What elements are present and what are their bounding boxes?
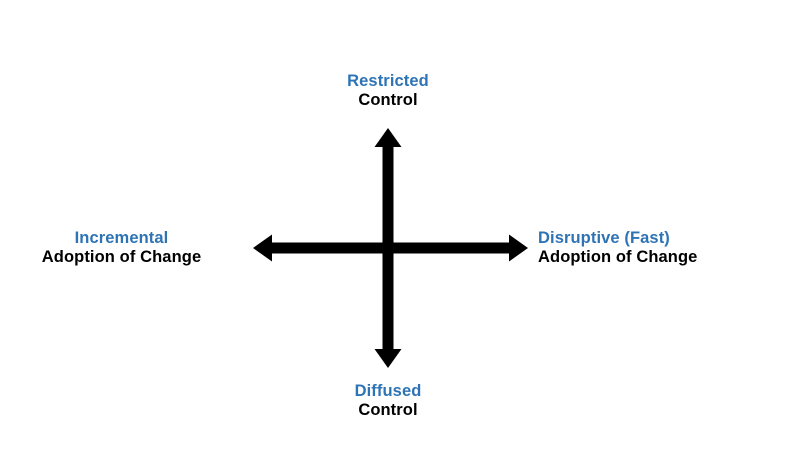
vertical-axis-up-arrowhead <box>374 128 402 147</box>
horizontal-axis-right-arrowhead <box>509 234 528 262</box>
axis-label-bottom-primary: Diffused <box>354 382 422 400</box>
axis-label-bottom-secondary: Control <box>358 401 418 420</box>
axis-label-right-secondary: Adoption of Change <box>538 248 698 267</box>
axis-label-right: Disruptive (Fast) Adoption of Change <box>538 229 811 268</box>
horizontal-axis-shaft <box>269 242 512 254</box>
axis-label-top-primary: Restricted <box>347 72 429 90</box>
horizontal-axis-arrow <box>253 234 528 262</box>
axis-label-top-secondary: Control <box>358 91 418 110</box>
axis-label-left: Incremental Adoption of Change <box>0 229 243 268</box>
horizontal-axis-left-arrowhead <box>253 234 272 262</box>
axis-label-bottom: Diffused Control <box>258 382 518 421</box>
axis-label-right-primary: Disruptive (Fast) <box>538 229 670 247</box>
axis-label-left-primary: Incremental <box>74 229 169 247</box>
axis-label-left-secondary: Adoption of Change <box>41 248 202 267</box>
vertical-axis-down-arrowhead <box>374 349 402 368</box>
axis-label-top: Restricted Control <box>258 72 518 111</box>
